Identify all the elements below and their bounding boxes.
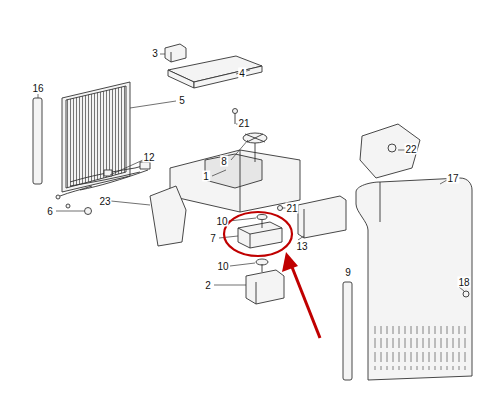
callout-number: 10 bbox=[216, 261, 229, 272]
callout-number: 22 bbox=[404, 144, 417, 155]
callout-number: 17 bbox=[446, 173, 459, 184]
callout-number: 16 bbox=[31, 83, 44, 94]
callout-number: 1 bbox=[202, 171, 210, 182]
callout-number: 13 bbox=[295, 241, 308, 252]
callout-number: 2 bbox=[204, 280, 212, 291]
callout-number: 3 bbox=[151, 48, 159, 59]
callout-number: 5 bbox=[178, 95, 186, 106]
callout-number: 21 bbox=[285, 203, 298, 214]
callout-number: 12 bbox=[142, 152, 155, 163]
callout-number: 7 bbox=[209, 233, 217, 244]
callout-number: 9 bbox=[344, 267, 352, 278]
callout-number: 4 bbox=[238, 68, 246, 79]
callout-number: 8 bbox=[220, 156, 228, 167]
callout-number: 6 bbox=[46, 206, 54, 217]
callout-number: 18 bbox=[457, 277, 470, 288]
callout-number: 21 bbox=[237, 118, 250, 129]
callout-number: 23 bbox=[98, 196, 111, 207]
callout-number: 10 bbox=[215, 216, 228, 227]
